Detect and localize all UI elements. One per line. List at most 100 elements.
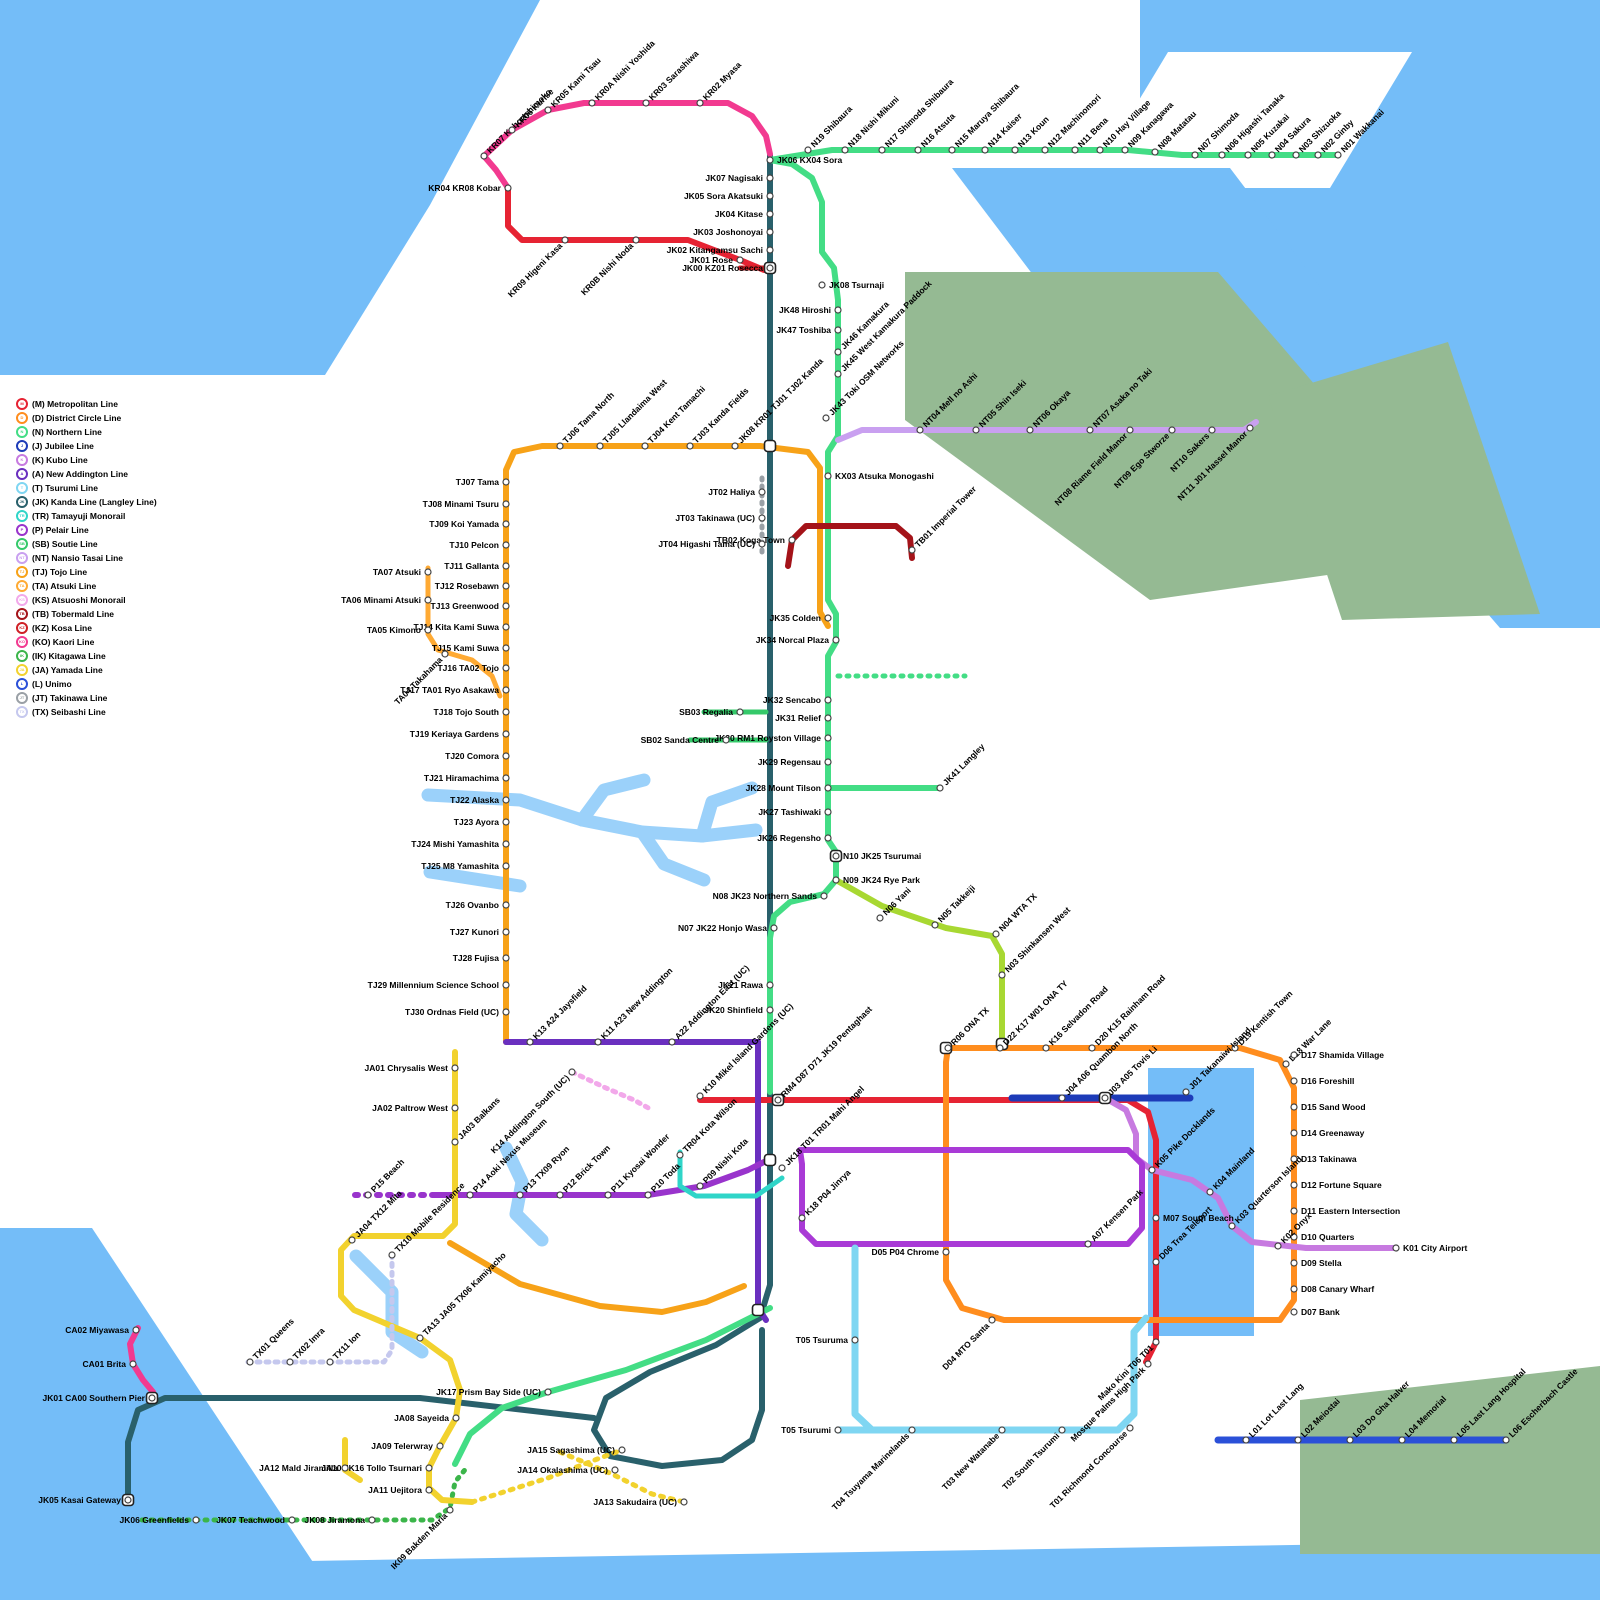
station-dot [798, 1214, 806, 1222]
legend-item: K(K) Kubo Line [16, 454, 157, 466]
line-bullet-icon: JA [16, 664, 28, 676]
yamada-line [338, 1049, 475, 1505]
station-label: TJ11 Gallanta [444, 561, 499, 571]
station-dot [766, 1006, 774, 1014]
legend-item: KO(KO) Kaori Line [16, 636, 157, 648]
station-dot [1292, 151, 1300, 159]
station-dot [931, 921, 939, 929]
station-label: TX11 Ion [331, 1329, 363, 1361]
station-label: T03 New Watanabe [940, 1431, 1001, 1492]
station-label: K18 P04 Jinrya [803, 1167, 853, 1217]
station-dot [129, 1360, 137, 1368]
station-dot [388, 1251, 396, 1259]
station-label: JA10 JK16 Tollo Tsurnari [321, 1463, 422, 1473]
station-dot [502, 774, 510, 782]
line-bullet-icon: KO [16, 636, 28, 648]
station-label: TJ08 Minami Tsuru [423, 499, 499, 509]
legend-item-label: (KZ) Kosa Line [32, 623, 92, 633]
station-dot [1088, 1044, 1096, 1052]
park-area [1300, 1366, 1600, 1554]
station-dot [632, 236, 640, 244]
legend-item-label: (P) Pelair Line [32, 525, 89, 535]
line-bullet-icon: TJ [16, 566, 28, 578]
station-label: TJ12 Rosebawn [435, 581, 499, 591]
legend-item-label: (TB) Tobermald Line [32, 609, 115, 619]
station-label: JK31 Relief [775, 713, 821, 723]
station-dot [502, 818, 510, 826]
station-dot [908, 1426, 916, 1434]
legend-item-label: (N) Northern Line [32, 427, 102, 437]
station-dot [502, 981, 510, 989]
station-dot [1206, 1188, 1214, 1196]
station-label: JK20 Shinfield [704, 1005, 763, 1015]
station-dot [451, 1064, 459, 1072]
station-dot [936, 784, 944, 792]
station-label: TJ18 Tojo South [434, 707, 499, 717]
interchange-marker [763, 439, 777, 453]
station-label: D17 Shamida Village [1301, 1050, 1384, 1060]
station-dot [824, 758, 832, 766]
station-label: TJ15 Kami Suwa [432, 643, 499, 653]
legend-item: TA(TA) Atsuki Line [16, 580, 157, 592]
northern-branch [833, 877, 1005, 1045]
station-dot [502, 862, 510, 870]
station-label: JK08 KR01 TJ01 TJ02 Kanda [736, 356, 825, 445]
northern-line [767, 157, 841, 1095]
station-label: JK29 Regensau [758, 757, 821, 767]
station-dot [832, 636, 840, 644]
station-dot [996, 1044, 1004, 1052]
station-label: TJ27 Kunori [450, 927, 499, 937]
station-dot [834, 1426, 842, 1434]
kaori-line [481, 100, 773, 191]
station-dot [1294, 1436, 1302, 1444]
station-label: JK41 Langley [941, 741, 987, 787]
station-dot [1144, 1360, 1152, 1368]
station-label: TJ16 TA02 Tojo [437, 663, 499, 673]
station-dot [824, 472, 832, 480]
station-label: TJ24 Mishi Yamashita [411, 839, 499, 849]
station-label: TJ26 Ovanbo [446, 900, 499, 910]
station-label: JK18 T01 TR01 Mahi Angel [783, 1084, 866, 1167]
station-dot [544, 106, 552, 114]
station-dot [1101, 1094, 1109, 1102]
station-dot [1126, 426, 1134, 434]
station-dot [908, 546, 916, 554]
river [695, 781, 759, 843]
station-label: JA03 Balkans [456, 1095, 502, 1141]
station-label: N08 JK23 Northern Sands [713, 891, 818, 901]
metropolitan-line [505, 185, 767, 273]
legend-item-label: (JA) Yamada Line [32, 665, 103, 675]
station-label: JA14 Okalashima (UC) [517, 1465, 608, 1475]
station-label: TJ22 Alaska [450, 795, 499, 805]
station-dot [818, 281, 826, 289]
station-label: L01 Lot Last Lang [1247, 1381, 1306, 1440]
station-dot [502, 644, 510, 652]
station-label: TA04 Takahama [392, 655, 444, 707]
station-label: JK05 Kasai Gateway [38, 1495, 121, 1505]
station-dot [758, 540, 766, 548]
station-dot [1290, 1129, 1298, 1137]
station-dot [1290, 1308, 1298, 1316]
station-label: D12 Fortune Square [1301, 1180, 1382, 1190]
line-bullet-icon: L [16, 678, 28, 690]
station-label: TA13 JA05 TX06 Kamiyacho [421, 1250, 508, 1337]
station-dot [834, 326, 842, 334]
station-dot [998, 971, 1006, 979]
legend-item-label: (JK) Kanda Line (Langley Line) [32, 497, 157, 507]
station-dot [502, 562, 510, 570]
station-label: N15 Maruya Shibaura [953, 81, 1021, 149]
station-dot [1290, 1155, 1298, 1163]
station-label: TX01 Queens [251, 1316, 296, 1361]
legend-item: IK(IK) Kitagawa Line [16, 650, 157, 662]
station-dot [1450, 1436, 1458, 1444]
station-label: D16 Foreshill [1301, 1076, 1354, 1086]
station-dot [1058, 1426, 1066, 1434]
station-dot [731, 442, 739, 450]
station-dot [148, 1394, 156, 1402]
station-label: CA01 Brita [83, 1359, 127, 1369]
legend-item: TR(TR) Tamayuji Monorail [16, 510, 157, 522]
line-bullet-icon: A [16, 468, 28, 480]
station-dot [1168, 426, 1176, 434]
